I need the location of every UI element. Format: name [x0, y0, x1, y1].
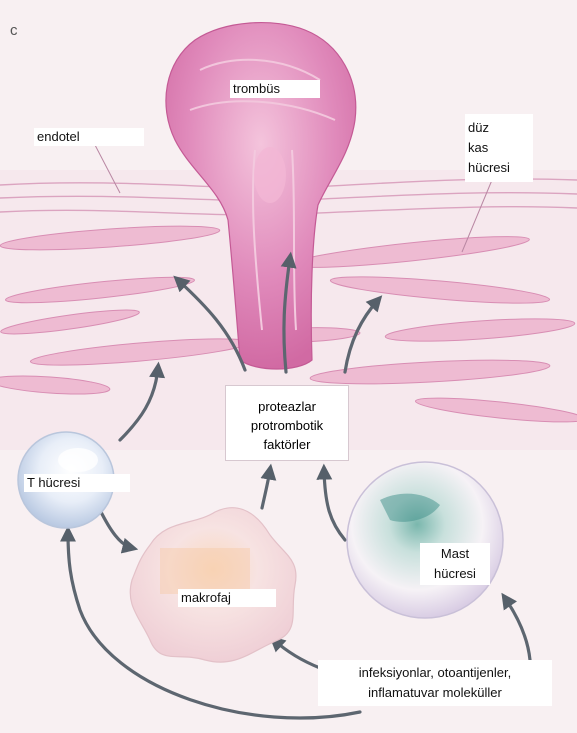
- protease-box-line: protrombotik: [226, 416, 348, 435]
- t-cell-label: T hücresi: [24, 474, 130, 492]
- endothelium-label: endotel: [34, 128, 144, 146]
- mast-cell-label: Mast hücresi: [420, 543, 490, 585]
- mast-cell-label-line: Mast: [423, 544, 487, 564]
- mast-cell: [347, 462, 503, 618]
- protease-box-line: proteazlar: [226, 397, 348, 416]
- thrombus-label: trombüs: [230, 80, 320, 98]
- stimuli-label-line: infeksiyonlar, otoantijenler,: [320, 663, 550, 683]
- panel-letter: c: [10, 22, 18, 39]
- smooth-muscle-label-line: kas: [468, 138, 530, 158]
- protease-box: proteazlar protrombotik faktörler: [225, 385, 349, 461]
- smooth-muscle-label: düz kas hücresi: [465, 114, 533, 182]
- mast-cell-label-line: hücresi: [423, 564, 487, 584]
- smooth-muscle-label-line: düz: [468, 118, 530, 138]
- macrophage-label: makrofaj: [178, 589, 276, 607]
- smooth-muscle-label-line: hücresi: [468, 158, 530, 178]
- stimuli-label-line: inflamatuvar moleküller: [320, 683, 550, 703]
- stimuli-label: infeksiyonlar, otoantijenler, inflamatuv…: [318, 660, 552, 706]
- protease-box-line: faktörler: [226, 435, 348, 454]
